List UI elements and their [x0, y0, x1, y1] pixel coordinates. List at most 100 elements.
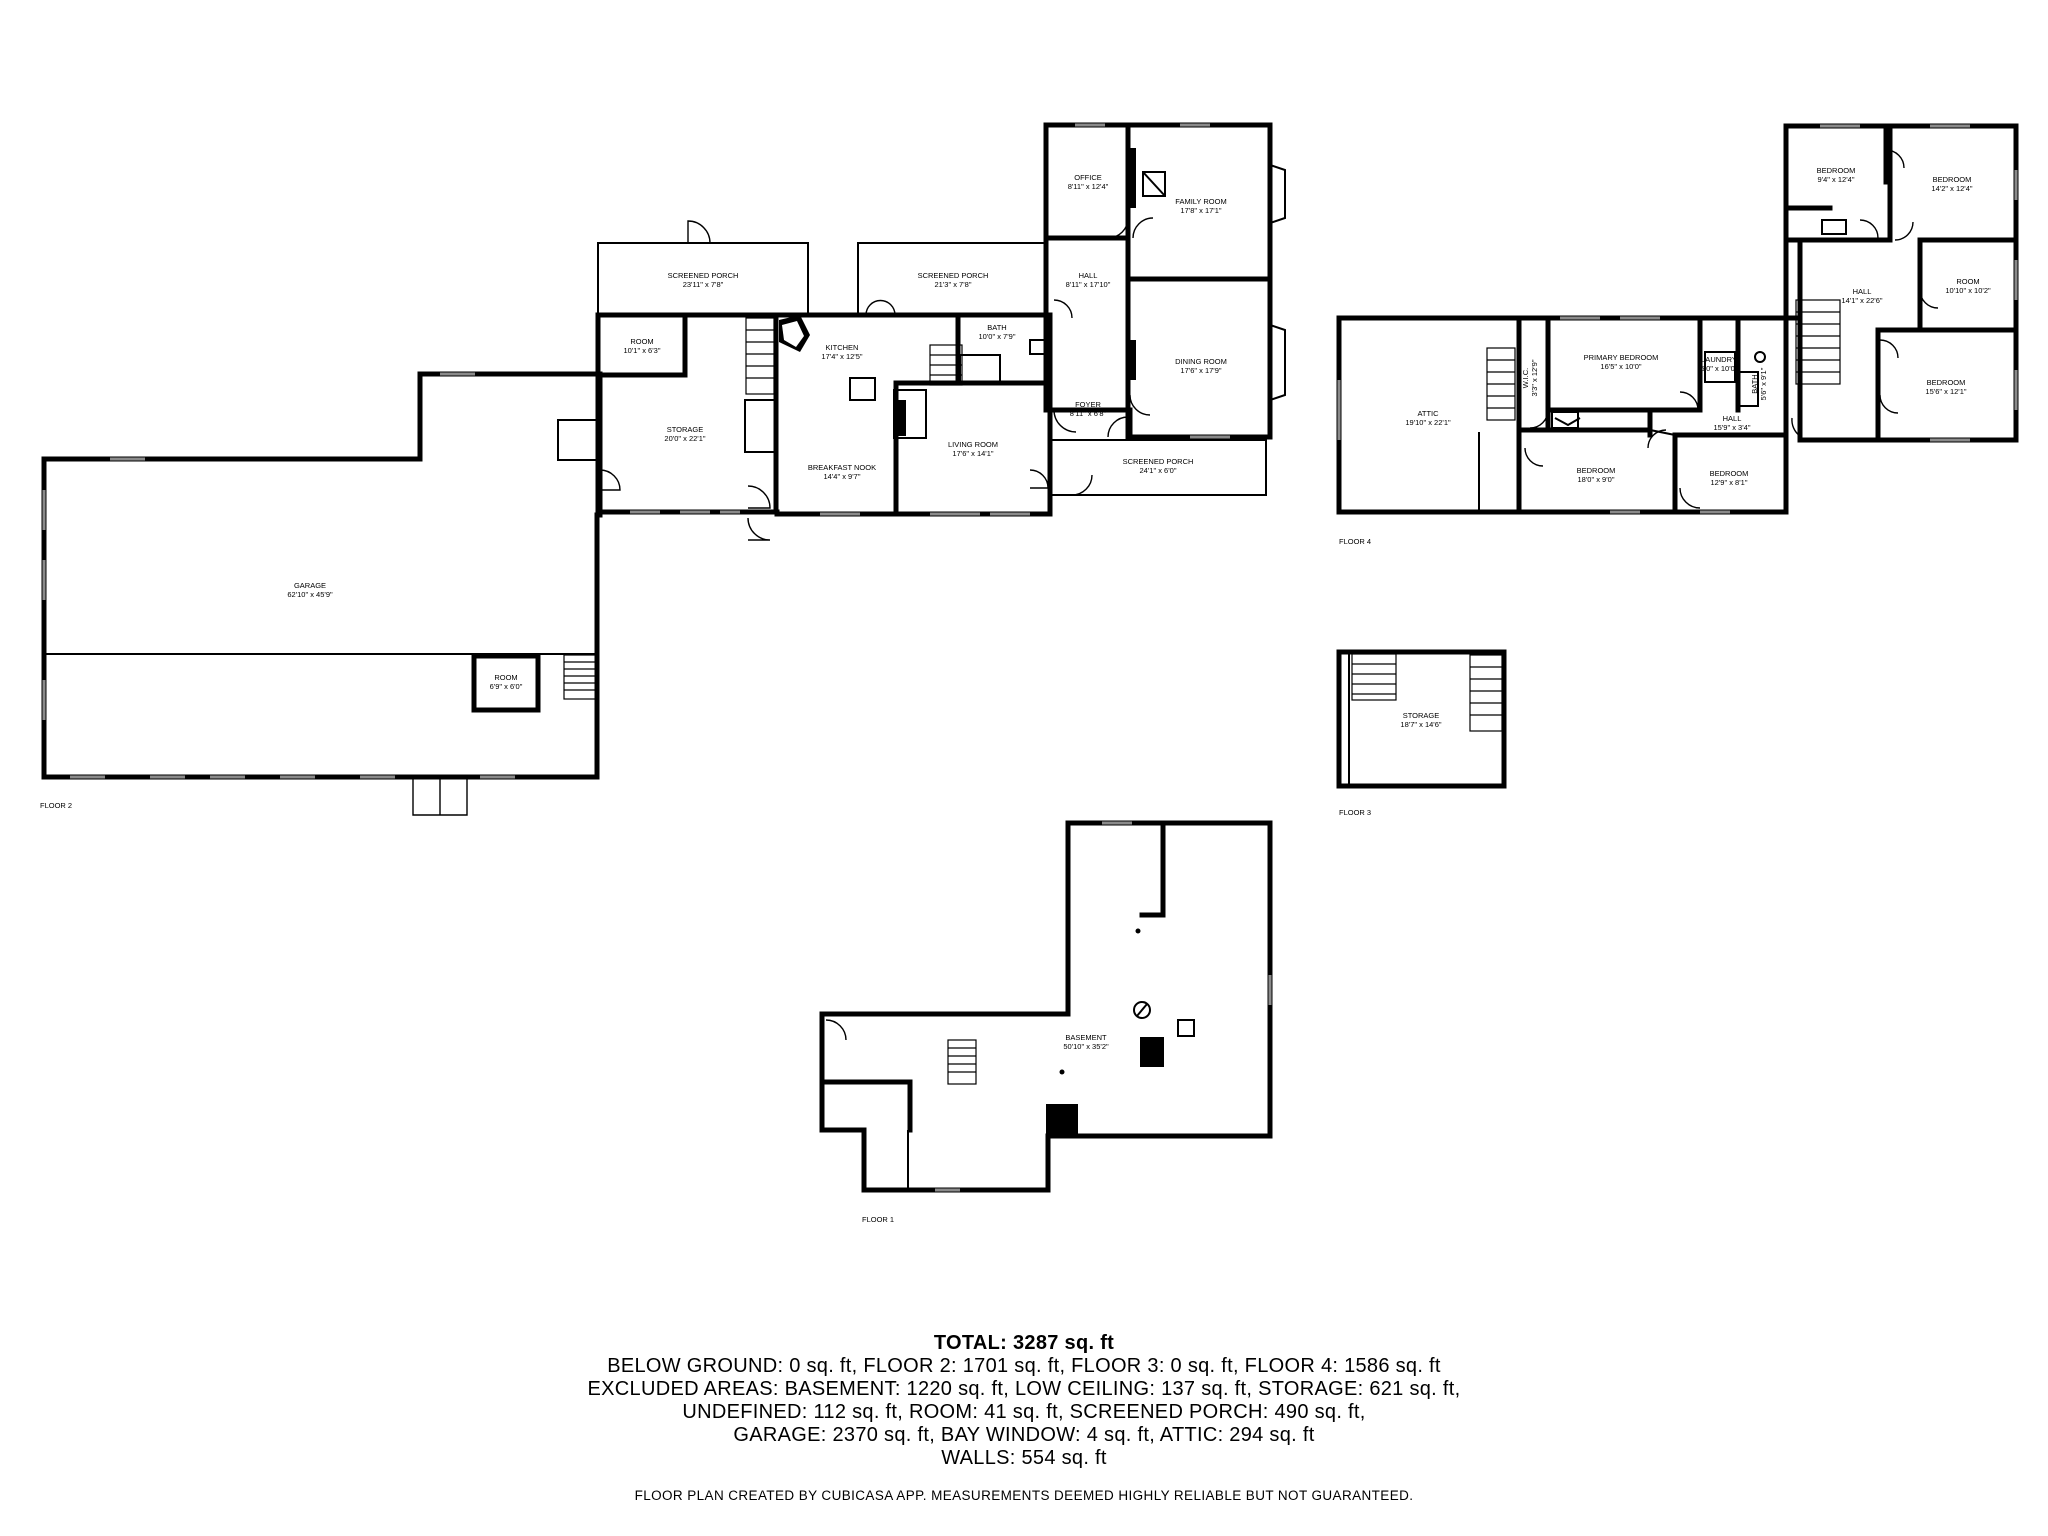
summary-line-undefined: UNDEFINED: 112 sq. ft, ROOM: 41 sq. ft, … — [682, 1401, 1366, 1423]
room-name: GARAGE — [294, 581, 326, 590]
room-name: BATH — [1750, 374, 1759, 393]
room-dimensions: 24'1" x 6'0" — [1140, 466, 1177, 475]
room-dimensions: 17'8" x 17'1" — [1180, 206, 1221, 215]
room-dimensions: 8'11" x 17'10" — [1066, 280, 1111, 289]
room-dimensions: 8'11" x 12'4" — [1068, 182, 1109, 191]
room-dimensions: 10'0" x 7'9" — [979, 332, 1016, 341]
room-name: ROOM — [1956, 277, 1979, 286]
room-dimensions: 19'10" x 22'1" — [1405, 418, 1451, 427]
room-name: HALL — [1079, 271, 1098, 280]
summary-line-excluded: EXCLUDED AREAS: BASEMENT: 1220 sq. ft, L… — [587, 1378, 1461, 1400]
room-dimensions: 21'3" x 7'8" — [935, 280, 972, 289]
room-dimensions: 50'10" x 35'2" — [1063, 1042, 1109, 1051]
room-name: W.I.C. — [1521, 368, 1530, 388]
room-dimensions: 3'3" x 12'9" — [1530, 359, 1539, 396]
floor-label-floor-4: FLOOR 4 — [1339, 537, 1371, 546]
room-name: DINING ROOM — [1175, 357, 1227, 366]
room-name: BEDROOM — [1817, 166, 1856, 175]
room-dimensions: 18'7" x 14'6" — [1400, 720, 1441, 729]
room-name: LAUNDRY — [1701, 355, 1737, 364]
room-dimensions: 12'9" x 8'1" — [1711, 478, 1748, 487]
room-name: FOYER — [1075, 400, 1101, 409]
summary-line-floors: BELOW GROUND: 0 sq. ft, FLOOR 2: 1701 sq… — [607, 1355, 1441, 1377]
floor-label-floor-2: FLOOR 2 — [40, 801, 72, 810]
floor-3-plan — [1336, 649, 1507, 789]
room-dimensions: 10'10" x 10'2" — [1945, 286, 1991, 295]
room-dimensions: 8'11" x 6'8" — [1070, 409, 1107, 418]
room-name: SCREENED PORCH — [918, 271, 989, 280]
room-dimensions: 17'6" x 17'9" — [1180, 366, 1221, 375]
room-name: LIVING ROOM — [948, 440, 998, 449]
summary-line-walls: WALLS: 554 sq. ft — [941, 1447, 1107, 1469]
room-dimensions: 14'4" x 9'7" — [824, 472, 861, 481]
room-name: BEDROOM — [1927, 378, 1966, 387]
room-dimensions: 17'4" x 12'5" — [821, 352, 862, 361]
floor-2-plan — [41, 122, 1286, 816]
summary-line-garage: GARAGE: 2370 sq. ft, BAY WINDOW: 4 sq. f… — [733, 1424, 1315, 1446]
room-name: KITCHEN — [826, 343, 859, 352]
room-dimensions: 62'10" x 45'9" — [287, 590, 333, 599]
room-name: HALL — [1853, 287, 1872, 296]
room-dimensions: 16'5" x 10'0" — [1600, 362, 1641, 371]
area-summary: TOTAL: 3287 sq. ft BELOW GROUND: 0 sq. f… — [0, 1332, 2048, 1470]
room-dimensions: 5'6" x 9'1" — [1759, 367, 1768, 400]
room-name: FAMILY ROOM — [1175, 197, 1226, 206]
room-dimensions: 18'0" x 9'0" — [1578, 475, 1615, 484]
floor-4-plan — [1336, 123, 2019, 515]
room-name: BREAKFAST NOOK — [808, 463, 876, 472]
room-dimensions: 14'2" x 12'4" — [1931, 184, 1972, 193]
room-name: BEDROOM — [1710, 469, 1749, 478]
room-dimensions: 6'9" x 6'0" — [490, 682, 523, 691]
floor-1-plan — [819, 820, 1273, 1193]
room-name: BATH — [987, 323, 1006, 332]
room-name: PRIMARY BEDROOM — [1584, 353, 1659, 362]
room-dimensions: 15'9" x 3'4" — [1714, 423, 1751, 432]
room-name: BEDROOM — [1577, 466, 1616, 475]
room-dimensions: 14'1" x 22'6" — [1841, 296, 1882, 305]
room-label-bath: BATH5'6" x 9'1" — [1750, 367, 1768, 400]
room-name: BEDROOM — [1933, 175, 1972, 184]
room-dimensions: 17'6" x 14'1" — [952, 449, 993, 458]
total-area: TOTAL: 3287 sq. ft — [933, 1332, 1115, 1354]
disclaimer-footer: FLOOR PLAN CREATED BY CUBICASA APP. MEAS… — [634, 1488, 1414, 1503]
room-dimensions: 5'0" x 10'0" — [1701, 364, 1738, 373]
room-dimensions: 23'11" x 7'8" — [683, 280, 724, 289]
room-dimensions: 9'4" x 12'4" — [1818, 175, 1855, 184]
room-dimensions: 10'1" x 6'3" — [624, 346, 661, 355]
room-name: OFFICE — [1074, 173, 1102, 182]
room-name: ROOM — [630, 337, 653, 346]
room-dimensions: 15'6" x 12'1" — [1925, 387, 1966, 396]
room-name: SCREENED PORCH — [1123, 457, 1194, 466]
room-name: STORAGE — [667, 425, 704, 434]
room-name: ATTIC — [1417, 409, 1439, 418]
room-name: HALL — [1723, 414, 1742, 423]
floor-label-floor-1: FLOOR 1 — [862, 1215, 894, 1224]
